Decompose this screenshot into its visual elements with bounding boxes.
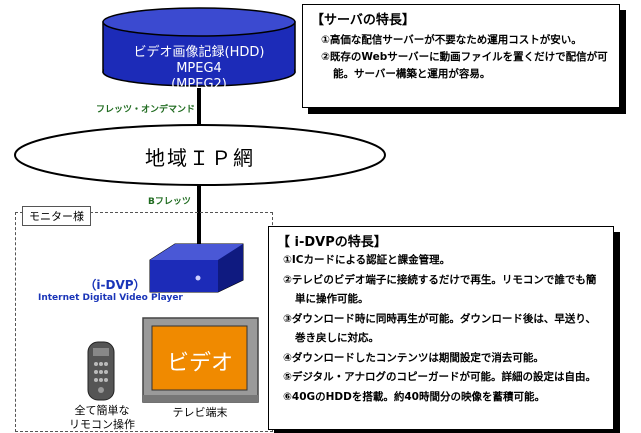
tv-screen-text: ビデオ: [166, 351, 233, 376]
idvp-feature-item: ②テレビのビデオ端子に接続するだけで再生。リモコンで誰でも簡単に操作可能。: [283, 273, 597, 306]
server-feature-item: ②既存のWebサーバーに動画ファイルを置くだけで配信が可能。サーバー構築と運用が…: [321, 51, 608, 80]
tv-caption: テレビ端末: [172, 406, 228, 419]
device-sublabel: Internet Digital Video Player: [38, 293, 183, 303]
idvp-device-shape: [149, 243, 244, 293]
server-format-primary: MPEG4: [176, 61, 222, 76]
remote-caption-line2: リモコン操作: [69, 418, 135, 431]
monitor-label: モニター様: [22, 206, 91, 226]
server-features-title: 【サーバの特長】: [311, 13, 415, 28]
server-feature-item: ①高価な配信サーバーが不要なため運用コストが安い。: [321, 34, 582, 46]
idvp-feature-item: ⑥40GのHDDを搭載。約40時間分の映像を蓄積可能。: [283, 390, 545, 403]
server-format-secondary: (MPEG2): [171, 77, 227, 92]
tv-shape: [142, 317, 259, 403]
monitor-area: [15, 212, 273, 432]
network-label: 地域ＩＰ網: [145, 146, 255, 170]
idvp-feature-item: ③ダウンロード時に同時再生が可能。ダウンロード後は、早送り、巻き戻しに対応。: [283, 312, 596, 345]
idvp-features-title: 【 i-DVPの特長】: [277, 235, 387, 250]
network-ellipse: [14, 124, 386, 186]
server-cylinder: [102, 7, 296, 87]
server-title: ビデオ画像記録(HDD): [133, 45, 265, 60]
idvp-feature-item: ④ダウンロードしたコンテンツは期間設定で消去可能。: [283, 351, 544, 364]
remote-caption: 全て簡単な リモコン操作: [62, 404, 142, 432]
idvp-features-box: 【 i-DVPの特長】 ①ICカードによる認証と課金管理。 ②テレビのビデオ端子…: [268, 226, 614, 430]
device-label: （i-DVP）: [84, 278, 146, 292]
idvp-feature-item: ①ICカードによる認証と課金管理。: [283, 254, 451, 266]
remote-control-shape: [87, 341, 115, 401]
remote-caption-line1: 全て簡単な: [74, 404, 130, 417]
link-label-upper: フレッツ・オンデマンド: [96, 105, 196, 115]
server-features-box: 【サーバの特長】 ①高価な配信サーバーが不要なため運用コストが安い。 ②既存のW…: [302, 4, 620, 108]
idvp-feature-item: ⑤デジタル・アナログのコピーガードが可能。詳細の設定は自由。: [283, 371, 596, 383]
link-label-lower: Bフレッツ: [148, 197, 191, 207]
